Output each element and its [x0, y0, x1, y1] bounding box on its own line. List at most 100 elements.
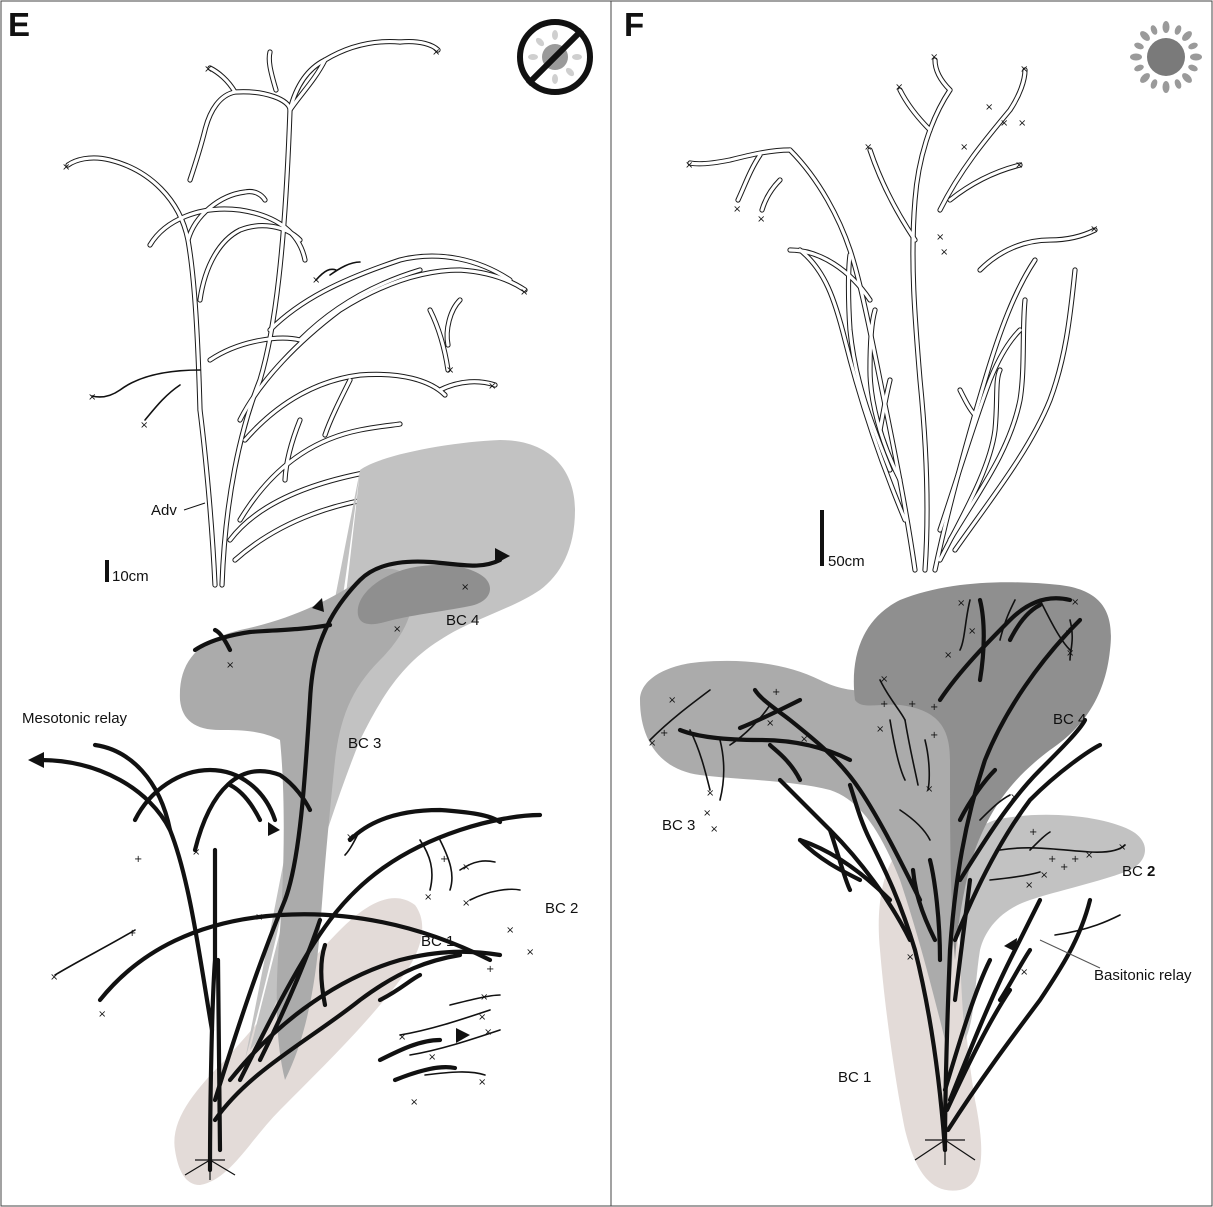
svg-text:×: × [484, 1027, 492, 1038]
panel-e: E [8, 6, 590, 1185]
svg-text:×: × [1090, 224, 1098, 235]
svg-text:×: × [462, 898, 470, 909]
svg-text:×: × [930, 52, 938, 63]
svg-text:×: × [480, 992, 488, 1003]
e-schematic: ×× ×+ ×× +× ×× +× ×+ ×× ×× ×× ×× ×× Meso… [22, 440, 578, 1185]
svg-text:×: × [398, 1032, 406, 1043]
sun-icon [1130, 21, 1202, 93]
svg-text:×: × [706, 788, 714, 799]
bc3-label-f: BC 3 [662, 817, 695, 834]
svg-text:×: × [800, 734, 808, 745]
svg-text:+: + [134, 854, 142, 865]
basitonic-relay-label: Basitonic relay [1094, 967, 1192, 984]
f-tree-drawing: ×× ×× ×× ×× ×× ×× ×× × 50cm [685, 52, 1098, 570]
svg-text:×: × [944, 650, 952, 661]
bc2-label-f: BC 2 [1122, 863, 1155, 880]
svg-text:+: + [1060, 862, 1068, 873]
svg-text:×: × [226, 660, 234, 671]
panel-letter-f: F [624, 6, 644, 43]
svg-text:×: × [1000, 118, 1008, 129]
scale-bar-f-label: 50cm [828, 553, 865, 570]
svg-text:+: + [930, 702, 938, 713]
svg-text:+: + [1071, 854, 1079, 865]
panel-letter-e: E [8, 6, 30, 43]
svg-text:×: × [968, 626, 976, 637]
svg-text:×: × [446, 365, 454, 376]
svg-text:×: × [1015, 160, 1023, 171]
adv-label: Adv [151, 502, 177, 519]
mesotonic-relay-label: Mesotonic relay [22, 710, 128, 727]
bc1-label-e: BC 1 [421, 933, 454, 950]
bc3-label-e: BC 3 [348, 735, 381, 752]
scale-bar-e [105, 560, 109, 582]
svg-text:×: × [1010, 792, 1018, 803]
svg-text:+: + [1065, 626, 1073, 637]
svg-text:×: × [88, 392, 96, 403]
svg-text:×: × [1085, 850, 1093, 861]
scale-bar-e-label: 10cm [112, 568, 149, 585]
bc1-label-f: BC 1 [838, 1069, 871, 1086]
svg-text:×: × [192, 847, 200, 858]
svg-text:+: + [440, 854, 448, 865]
svg-text:×: × [1118, 842, 1126, 853]
svg-text:×: × [925, 784, 933, 795]
bc2-prefix-f: BC [1122, 863, 1147, 880]
svg-text:×: × [62, 162, 70, 173]
svg-text:×: × [204, 64, 212, 75]
svg-text:×: × [1020, 967, 1028, 978]
svg-text:×: × [957, 598, 965, 609]
svg-text:×: × [668, 695, 676, 706]
adv-leader [184, 503, 205, 510]
f-arrows [1004, 938, 1017, 952]
svg-text:×: × [506, 925, 514, 936]
svg-text:+: + [880, 699, 888, 710]
svg-text:+: + [930, 730, 938, 741]
svg-text:×: × [733, 204, 741, 215]
svg-text:×: × [346, 832, 354, 843]
svg-text:×: × [432, 47, 440, 58]
svg-text:+: + [772, 687, 780, 698]
svg-text:×: × [312, 275, 320, 286]
svg-text:+: + [660, 728, 668, 739]
svg-text:×: × [940, 247, 948, 258]
svg-text:×: × [895, 82, 903, 93]
svg-text:×: × [1040, 870, 1048, 881]
svg-text:×: × [710, 824, 718, 835]
svg-text:×: × [1066, 648, 1074, 659]
bc4-label-e: BC 4 [446, 612, 479, 629]
svg-text:+: + [486, 964, 494, 975]
svg-text:×: × [880, 674, 888, 685]
bc4-label-f: BC 4 [1053, 711, 1086, 728]
svg-text:×: × [526, 947, 534, 958]
svg-text:×: × [936, 232, 944, 243]
svg-text:×: × [766, 718, 774, 729]
svg-text:+: + [1048, 854, 1056, 865]
bc2-num-f: 2 [1147, 863, 1155, 880]
svg-text:×: × [1020, 64, 1028, 75]
svg-text:×: × [98, 1009, 106, 1020]
svg-text:×: × [140, 420, 148, 431]
svg-text:×: × [520, 287, 528, 298]
svg-text:×: × [685, 160, 693, 171]
f-schematic: ×× +× ×× ×+ ++ +× ×× ×× +× ×+ ×× ++ ++ ×… [640, 582, 1192, 1190]
svg-text:×: × [703, 808, 711, 819]
svg-text:+: + [908, 699, 916, 710]
svg-text:×: × [478, 1012, 486, 1023]
svg-text:×: × [906, 952, 914, 963]
svg-text:×: × [462, 862, 470, 873]
svg-text:×: × [488, 381, 496, 392]
basitonic-leader [1040, 940, 1100, 968]
svg-text:×: × [1071, 597, 1079, 608]
panel-f: F [624, 6, 1202, 1191]
svg-text:×: × [1025, 880, 1033, 891]
svg-text:×: × [985, 102, 993, 113]
no-sun-icon [520, 22, 590, 92]
svg-text:×: × [1018, 118, 1026, 129]
svg-text:×: × [648, 738, 656, 749]
svg-text:×: × [757, 214, 765, 225]
svg-text:×: × [424, 892, 432, 903]
svg-text:+: + [128, 928, 136, 939]
svg-text:+: + [1029, 827, 1037, 838]
svg-text:×: × [876, 724, 884, 735]
